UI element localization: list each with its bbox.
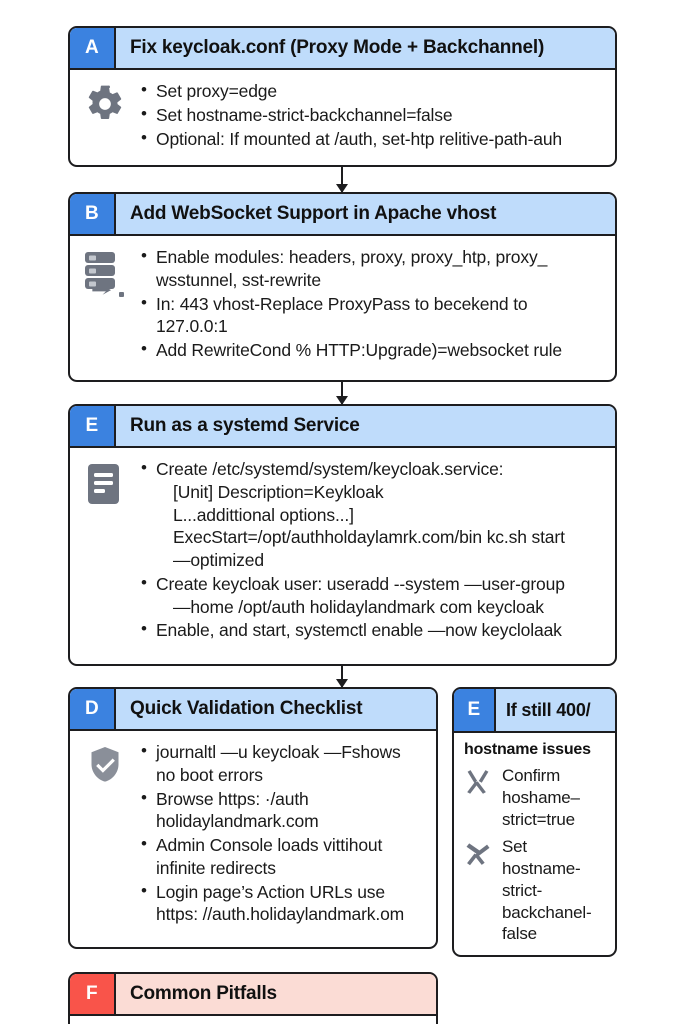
card-e-main-badge: E: [70, 406, 116, 446]
card-a-badge: A: [70, 28, 116, 68]
card-a-body: Set proxy=edge Set hostname-strict-backc…: [70, 70, 615, 161]
list-item-main: Create /etc/systemd/system/keycloak.serv…: [156, 459, 504, 479]
list-item-label: Set hostname-strict-backchanel-false: [502, 837, 592, 944]
list-item: Optional: If mounted at /auth, set-htp r…: [141, 127, 603, 151]
card-a-header: A Fix keycloak.conf (Proxy Mode + Backch…: [70, 28, 615, 70]
card-section-b[interactable]: B Add WebSocket Support in Apache vhost …: [68, 192, 617, 382]
card-e-side-badge: E: [454, 689, 496, 731]
list-item: Set hostname-strict-backchannel=false: [141, 103, 603, 127]
list-item-label: Confirm hoshame–strict=true: [502, 766, 580, 829]
card-f-body: [70, 1016, 436, 1024]
list-item-sub: —home /opt/auth holidaylandmark com keyc…: [173, 596, 544, 617]
list-item-sub: L...addittional options...]: [173, 504, 354, 525]
card-d-bullet-list: journaltl —u keycloak —Fshows no boot er…: [138, 740, 424, 927]
card-f-badge: F: [70, 974, 116, 1014]
shield-check-icon: [80, 741, 130, 785]
card-d-title: Quick Validation Checklist: [130, 698, 363, 719]
card-section-f[interactable]: F Common Pitfalls: [68, 972, 438, 1024]
card-b-body: Enable modules: headers, proxy, proxy_ht…: [70, 236, 615, 373]
list-item: Set hostname-strict-backchanel-false: [454, 832, 615, 947]
card-section-a[interactable]: A Fix keycloak.conf (Proxy Mode + Backch…: [68, 26, 617, 167]
card-e-main-header: E Run as a systemd Service: [70, 406, 615, 448]
card-a-bullet-list: Set proxy=edge Set hostname-strict-backc…: [138, 79, 603, 151]
card-e-main-bullet-list: Create /etc/systemd/system/keycloak.serv…: [138, 457, 603, 643]
list-item-sub: ExecStart=/opt/authholdaylamrk.com/bin k…: [173, 527, 565, 548]
card-section-e-main[interactable]: E Run as a systemd Service Create /etc/s…: [68, 404, 617, 666]
list-item: Admin Console loads vittihout infinite r…: [141, 833, 424, 880]
list-item: Confirm hoshame–strict=true: [454, 761, 615, 832]
card-b-header: B Add WebSocket Support in Apache vhost: [70, 194, 615, 236]
crossed-tools-icon: [462, 765, 496, 799]
card-b-title: Add WebSocket Support in Apache vhost: [130, 203, 497, 224]
card-e-side-body: hostname issues Confirm hoshame–strict=t…: [454, 733, 615, 947]
card-f-header: F Common Pitfalls: [70, 974, 436, 1016]
list-item-main: Enable, and start, systemctl enable —now…: [156, 620, 562, 641]
card-section-d[interactable]: D Quick Validation Checklist journaltl —…: [68, 687, 438, 949]
card-d-header: D Quick Validation Checklist: [70, 689, 436, 731]
card-e-side-header: E If still 400/: [454, 689, 615, 733]
list-item: Login page’s Action URLs use https: //au…: [141, 880, 424, 927]
list-item: Create /etc/systemd/system/keycloak.serv…: [141, 457, 603, 572]
card-e-main-title: Run as a systemd Service: [130, 415, 360, 436]
card-e-side-title: If still 400/: [506, 699, 591, 720]
connector-e-to-d: [341, 666, 343, 687]
card-f-title: Common Pitfalls: [130, 983, 277, 1004]
list-item: In: 443 vhost-Replace ProxyPass to becek…: [141, 292, 603, 339]
server-stack-icon: [80, 246, 130, 298]
card-b-badge: B: [70, 194, 116, 234]
list-item: Browse https: ·/auth holidaylandmark.com: [141, 787, 424, 834]
list-item: Enable, and start, systemctl enable —now…: [141, 618, 603, 642]
gear-icon: [80, 80, 130, 124]
crossed-tools-icon: [462, 836, 496, 870]
list-item: Add RewriteCond % HTTP:Upgrade)=websocke…: [141, 338, 603, 362]
list-item: Set proxy=edge: [141, 79, 603, 103]
card-b-bullet-list: Enable modules: headers, proxy, proxy_ht…: [138, 245, 603, 363]
list-item: journaltl —u keycloak —Fshows no boot er…: [141, 740, 424, 787]
card-d-body: journaltl —u keycloak —Fshows no boot er…: [70, 731, 436, 937]
card-section-e-side[interactable]: E If still 400/ hostname issues Conf: [452, 687, 617, 957]
list-item-sub: [Unit] Description=Keykloak: [173, 481, 384, 502]
list-item-main: Create keycloak user: useradd --system —…: [156, 573, 565, 594]
connector-a-to-b: [341, 167, 343, 192]
document-lines-icon: [80, 458, 130, 506]
card-e-side-subtitle: hostname issues: [464, 741, 591, 758]
card-a-title: Fix keycloak.conf (Proxy Mode + Backchan…: [130, 37, 545, 58]
list-item: Create keycloak user: useradd --system —…: [141, 572, 603, 619]
list-item: Enable modules: headers, proxy, proxy_ht…: [141, 245, 603, 292]
card-d-badge: D: [70, 689, 116, 729]
list-item-sub: —optimized: [173, 550, 264, 570]
connector-b-to-e: [341, 382, 343, 404]
card-e-main-body: Create /etc/systemd/system/keycloak.serv…: [70, 448, 615, 653]
